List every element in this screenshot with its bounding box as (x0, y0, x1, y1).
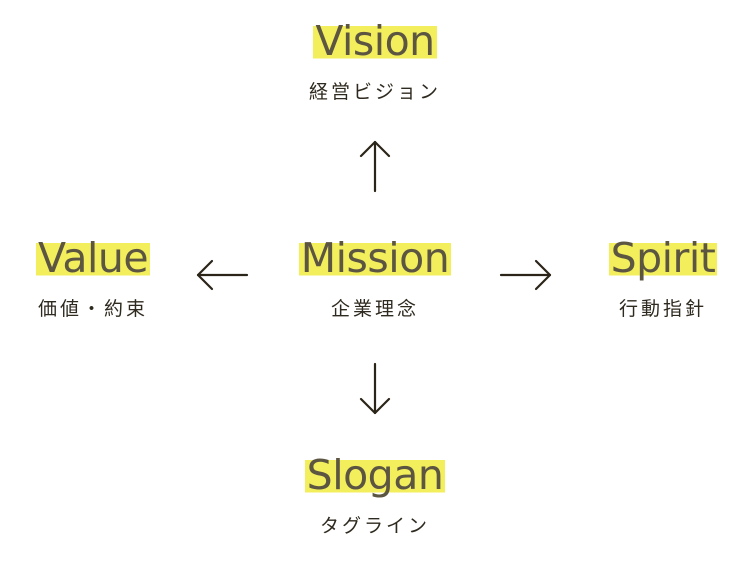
node-value-subtitle: 価値・約束 (37, 298, 148, 320)
node-mission-title: Mission (298, 234, 452, 282)
arrow-up-icon (359, 140, 391, 193)
node-spirit: Spirit 行動指針 (553, 238, 750, 321)
arrow-right-icon (499, 259, 552, 291)
node-mission: Mission 企業理念 (265, 238, 485, 321)
arrow-left-icon (196, 259, 249, 291)
node-value: Value 価値・約束 (0, 238, 203, 321)
node-vision-subtitle: 経営ビジョン (308, 81, 441, 103)
node-vision: Vision 経営ビジョン (265, 21, 485, 104)
node-slogan-title: Slogan (304, 451, 446, 499)
node-spirit-subtitle: 行動指針 (618, 298, 707, 320)
node-slogan: Slogan タグライン (265, 455, 485, 538)
arrow-down-icon (359, 362, 391, 415)
node-vision-title: Vision (313, 17, 437, 65)
node-mission-subtitle: 企業理念 (330, 298, 419, 320)
node-spirit-title: Spirit (608, 234, 718, 282)
node-slogan-subtitle: タグライン (319, 515, 430, 537)
node-value-title: Value (35, 234, 151, 282)
